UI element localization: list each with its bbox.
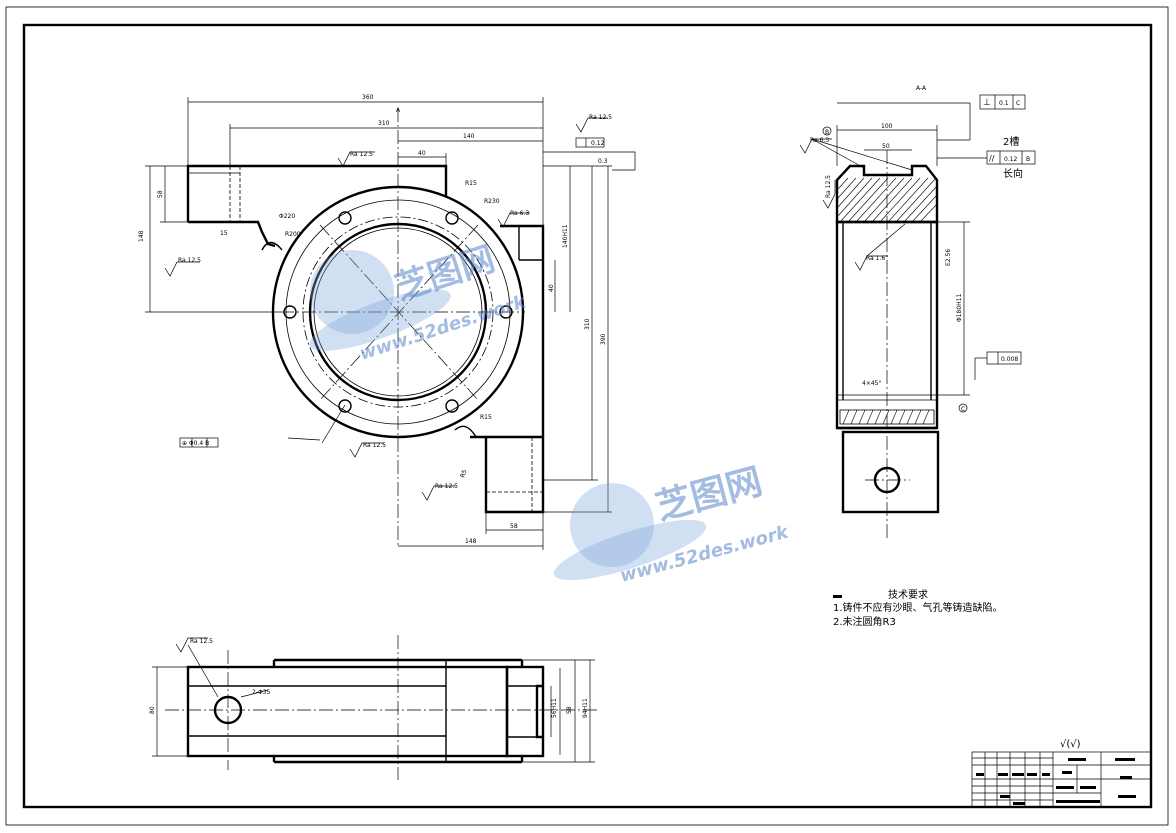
ra-bot: Ra 12.5 (363, 442, 386, 449)
notes-item-2: 2.未注圆角R3 (833, 615, 896, 628)
roughness-note: √(√) (1060, 739, 1081, 750)
notes-item-1: 1.铸件不应有沙眼、气孔等铸造缺陷。 (833, 601, 1003, 614)
ra-right: Ra 12.5 (589, 114, 612, 121)
side-chamfer: 4×45° (862, 380, 881, 387)
side-dim-50: 50 (882, 143, 890, 150)
side-dim-100: 100 (881, 123, 893, 130)
perp-datum: C (1016, 100, 1020, 107)
dim-140h11: 140H11 (562, 224, 569, 248)
outer-frame (5, 6, 1169, 826)
side-ra-16: Ra 1.6 (866, 255, 885, 262)
dim-40: 40 (418, 150, 426, 157)
watermark-2: 芝图网 www.52des.work (553, 461, 791, 587)
ra-left: Ra 12.5 (178, 257, 201, 264)
section-label: A-A (916, 85, 927, 92)
top-dim-94h11: 94H11 (582, 698, 589, 718)
dim-v390: 390 (600, 333, 607, 345)
technical-notes: 技术要求 1.铸件不应有沙眼、气孔等铸造缺陷。 2.未注圆角R3 (833, 588, 1003, 628)
notes-title: 技术要求 (888, 588, 928, 601)
dim-15: 15 (220, 230, 228, 237)
dim-r15-top: R15 (465, 180, 477, 187)
front-view-dims (145, 97, 636, 550)
perp-value: 0.1 (999, 100, 1009, 107)
dim-310: 310 (378, 120, 390, 127)
concentricity-value: 0.008 (1001, 356, 1018, 363)
top-view-text: Ra 12.5 2-Φ35 80 58 94H11 56H11 (149, 638, 589, 718)
dim-148: 148 (465, 538, 477, 545)
dim-v310: 310 (584, 318, 591, 330)
watermark-2-cn: 芝图网 (652, 461, 767, 529)
ra-top: Ra 12.5 (350, 151, 373, 158)
top-hole: 2-Φ35 (252, 689, 271, 696)
side-ra-125: Ra 12.5 (825, 175, 832, 198)
top-dim-56h11: 56H11 (551, 698, 558, 718)
ra-63: Ra 6.3 (510, 210, 529, 217)
inner-frame (22, 23, 1153, 809)
view-arrow-label: A (396, 107, 401, 114)
dim-height-58: 58 (157, 190, 164, 198)
side-ra-63: Ra 6.3 (810, 137, 829, 144)
title-block: √(√) (971, 739, 1152, 808)
dim-58: 58 (510, 523, 518, 530)
hatch-bottom (842, 409, 930, 425)
slot-count-label: 2槽 (1003, 135, 1019, 148)
front-view-dim-text: 360 310 140 40 148 58 148 58 15 140H11 4… (138, 94, 612, 545)
top-ra-125: Ra 12.5 (190, 638, 213, 645)
parallel-datum: B (1026, 156, 1030, 163)
dim-140: 140 (463, 133, 475, 140)
datum-b: B (825, 129, 829, 136)
watermark-1: 芝图网 www.52des.work (309, 239, 529, 365)
direction-label: 长向 (1003, 167, 1023, 180)
datum-c: C (961, 406, 965, 413)
dim-r230: R230 (484, 198, 500, 205)
dim-360: 360 (362, 94, 374, 101)
dim-r200: R200 (285, 231, 301, 238)
side-view: A-A (799, 85, 1036, 538)
top-view (152, 635, 600, 780)
dim-v40: 40 (548, 284, 555, 292)
position-tolerance: ⊕ Φ0.4 B (182, 440, 209, 447)
parallel-symbol: // (989, 154, 995, 163)
perp-symbol: ⊥ (983, 98, 991, 108)
top-dim-58: 58 (566, 706, 573, 714)
dim-phi220: Φ220 (279, 213, 295, 220)
dim-r5: R5 (459, 469, 468, 479)
parallel-value: 0.12 (1004, 156, 1018, 163)
top-dim-80: 80 (149, 706, 156, 714)
dim-height-148: 148 (138, 230, 145, 242)
dim-r15-bot: R15 (480, 414, 492, 421)
side-depth: E2.56 (945, 249, 952, 266)
side-view-text: 100 50 Ra 6.3 Ra 12.5 Ra 1.6 Φ180H11 E2.… (810, 98, 1030, 413)
tol-012: 0.12 (591, 140, 605, 147)
hatch-top (837, 177, 938, 223)
tol-03: 0.3 (598, 158, 608, 165)
side-bore-dia: Φ180H11 (956, 293, 963, 322)
ra-bot2: Ra 12.5 (435, 483, 458, 490)
